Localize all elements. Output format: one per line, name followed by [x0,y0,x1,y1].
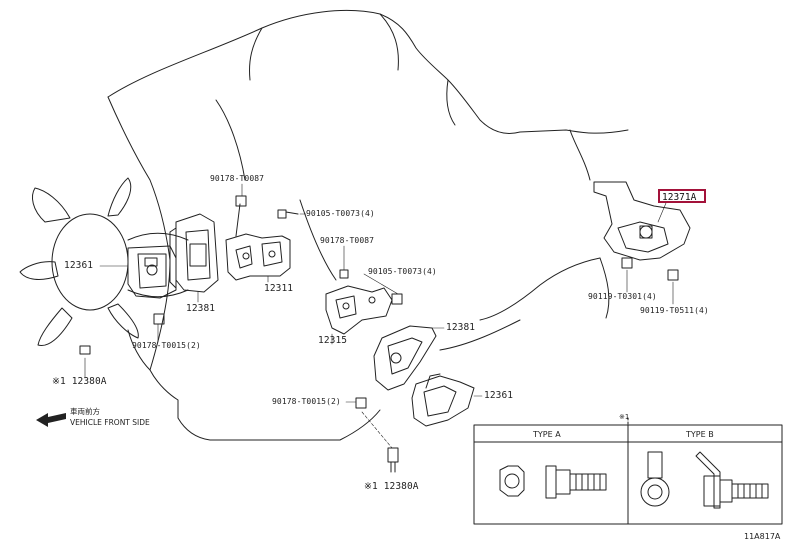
vehicle-front-label: VEHICLE FRONT SIDE [70,418,150,427]
part-12361-label[interactable]: 12361 [484,390,514,401]
insulator-12381-right [373,325,437,391]
left-bolts [79,195,299,355]
leader-lines [84,183,674,449]
right-bolts [355,397,399,473]
mount-12361-right [411,373,475,427]
part-12315-label[interactable]: 12315 [318,335,348,346]
part-90178-T0015-label[interactable]: 90178-T0015(2) [132,341,201,350]
type-b-bolt-head [640,451,670,507]
type-legend-box [473,417,783,525]
part-12371A-label: 12371A [662,192,697,203]
left-insulator-12381 [169,213,219,293]
part-12380A-label[interactable]: ※1 12380A [52,376,107,387]
engine-outline [107,10,629,441]
type-b-header: TYPE B [686,430,714,439]
part-90178-T0087-label[interactable]: 90178-T0087 [210,174,265,183]
left-mount-12361 [127,245,177,299]
part-90178-T0087-label[interactable]: 90178-T0087 [320,236,375,245]
part-90105-T0073-label[interactable]: 90105-T0073(4) [368,267,437,276]
vehicle-front-jp-label: 車両前方 [70,407,100,416]
part-12311-label[interactable]: 12311 [264,283,294,294]
type-a-header: TYPE A [533,430,561,439]
front-arrow [36,413,66,427]
legend-note-mark: ※1 [619,413,630,421]
part-90119-T0511-label[interactable]: 90119-T0511(4) [640,306,709,315]
part-90105-T0073-label[interactable]: 90105-T0073(4) [306,209,375,218]
part-12361-label[interactable]: 12361 [64,260,94,271]
left-bracket-12311 [225,203,291,281]
transmission-mount-12371A [593,181,691,281]
bracket-12315 [325,269,403,335]
type-a-bolt-head [499,465,525,497]
figure-id: 11A817A [744,532,781,541]
part-12380A-label[interactable]: ※1 12380A [364,481,419,492]
part-12371A-highlight[interactable]: 12371A [658,189,706,203]
part-90178-T0015-label[interactable]: 90178-T0015(2) [272,397,341,406]
type-b-bolt-side [695,451,769,509]
part-90119-T0301-label[interactable]: 90119-T0301(4) [588,292,657,301]
type-a-bolt-side [545,465,607,499]
part-12381-label[interactable]: 12381 [446,322,476,333]
part-12381-label[interactable]: 12381 [186,303,216,314]
